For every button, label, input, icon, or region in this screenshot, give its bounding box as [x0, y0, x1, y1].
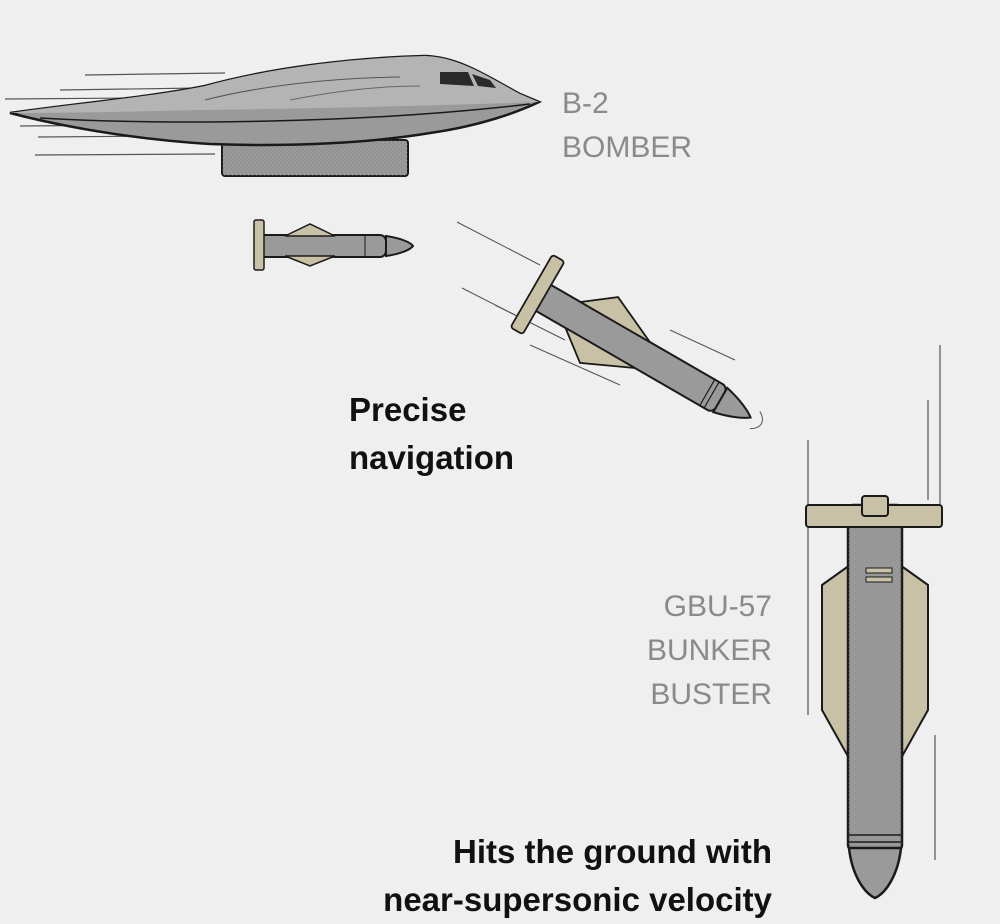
- navigating-bomb-icon: [456, 221, 763, 430]
- b2-bomber-icon: [4, 54, 543, 177]
- hits-ground-caption: Hits the ground with near-supersonic vel…: [383, 828, 772, 924]
- hits-caption-line-1: Hits the ground with: [453, 833, 772, 870]
- b2-label-line-2: BOMBER: [562, 131, 693, 164]
- diagram-illustration: [4, 54, 943, 900]
- gbu-label-line-1: GBU-57: [663, 590, 772, 623]
- hits-caption-line-2: near-supersonic velocity: [383, 881, 772, 918]
- nav-caption-line-1: Precise: [349, 391, 467, 428]
- precise-navigation-caption: Precise navigation: [349, 386, 514, 482]
- nav-caption-line-2: navigation: [349, 439, 515, 476]
- gbu-label-line-2: BUNKER: [646, 634, 772, 667]
- gbu-label-line-3: BUSTER: [650, 678, 772, 711]
- b2-label-line-1: B-2: [562, 87, 609, 120]
- speed-lines: [4, 72, 226, 156]
- gbu57-bunker-buster-label: GBU-57 BUNKER BUSTER: [647, 585, 772, 717]
- released-bomb-icon: [253, 219, 415, 271]
- b2-bomber-label: B-2 BOMBER: [562, 82, 692, 170]
- gbu57-bomb-icon: [805, 345, 943, 900]
